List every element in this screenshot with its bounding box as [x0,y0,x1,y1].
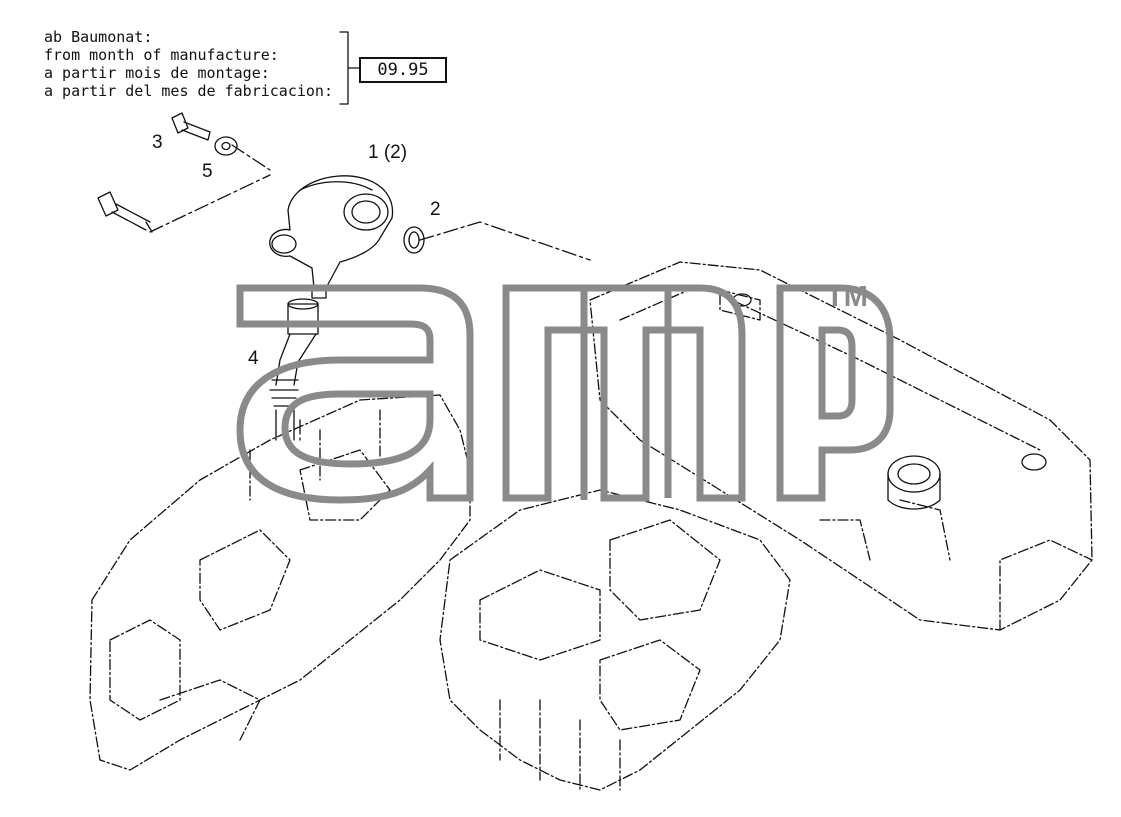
leader-lines [149,144,591,441]
part-2-seal-ring [403,226,425,254]
manufacture-date-box: 09.95 [359,57,447,83]
callout-part-1: 1 (2) [368,142,408,163]
sensor-bolt [97,191,153,233]
engine-block-right [439,489,791,791]
note-line-en: from month of manufacture: [44,46,279,64]
part-5-washer [214,136,238,156]
callout-part-2: 2 [430,199,441,220]
callout-part-3: 3 [152,132,163,153]
note-line-fr: a partir mois de montage: [44,64,270,82]
note-bracket [339,31,360,105]
callout-part-5: 5 [202,161,213,182]
note-line-de: ab Baumonat: [44,28,153,46]
oil-filler-cap [887,455,941,510]
callout-part-4: 4 [248,348,259,369]
watermark-tm: TM [826,281,868,313]
part-3-screw [171,112,211,141]
note-line-es: a partir del mes de fabricacion: [44,82,333,100]
part-1-housing [269,175,394,299]
watermark-logo [236,284,894,504]
engine-block-left [89,394,471,771]
cover-bolt [1021,453,1047,471]
